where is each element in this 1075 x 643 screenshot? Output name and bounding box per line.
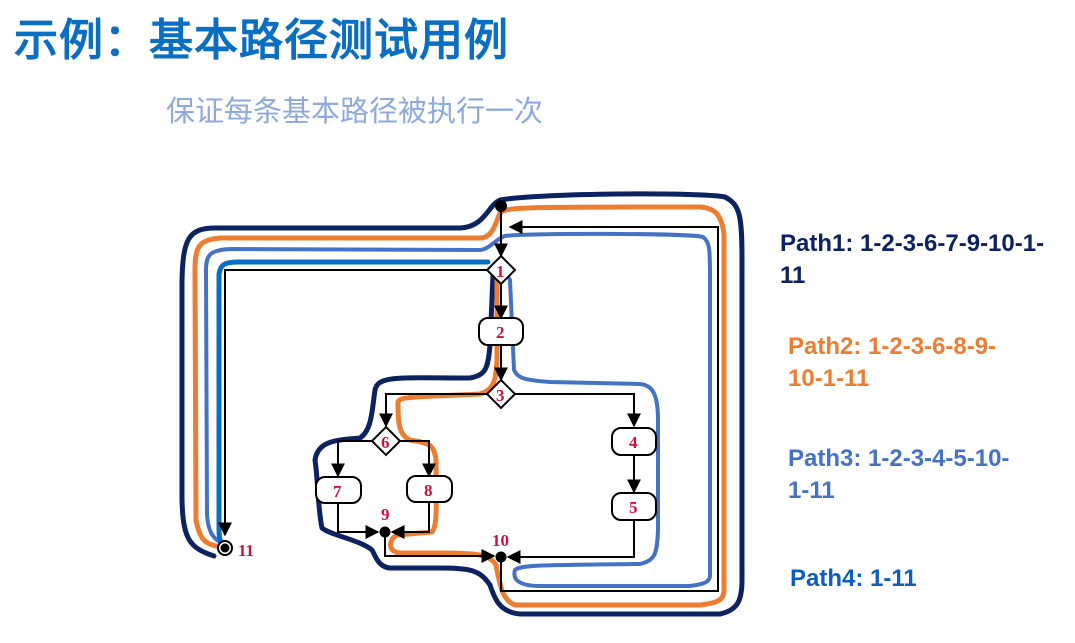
page-subtitle: 保证每条基本路径被执行一次 [166, 94, 544, 128]
node-4-process[interactable] [611, 427, 657, 456]
node-4-label: 4 [629, 433, 638, 452]
edge-6-7 [331, 440, 372, 478]
node-6-label: 6 [381, 433, 390, 452]
node-1-label: 1 [496, 262, 505, 281]
edge-1-11 [218, 269, 488, 537]
page-title: 示例：基本路径测试用例 [14, 15, 509, 66]
node-1-decision[interactable] [485, 254, 517, 286]
node-9-label: 9 [381, 505, 390, 524]
edge-8-9 [390, 502, 430, 539]
edge-7-9 [337, 502, 380, 539]
path3-label: Path3: 1-2-3-4-5-10-1-11 [788, 445, 1010, 504]
path1-trace [179, 191, 745, 617]
node-8-label: 8 [424, 481, 433, 500]
node-7-label: 7 [333, 482, 342, 501]
path2-trace [192, 204, 727, 608]
node-7-process[interactable] [315, 476, 362, 504]
node-9-junction[interactable] [379, 526, 391, 538]
node-10-label: 10 [492, 531, 509, 550]
edge-10-1 [500, 220, 719, 592]
top-junction-dot [495, 200, 507, 212]
node-6-decision[interactable] [370, 425, 402, 457]
edge-5-10 [506, 520, 635, 564]
node-3-label: 3 [496, 386, 505, 405]
edge-3-4 [515, 393, 641, 428]
node-3-decision[interactable] [485, 378, 517, 410]
edge-6-8 [400, 440, 436, 478]
node-5-process[interactable] [611, 492, 657, 521]
node-2-process[interactable] [478, 317, 524, 346]
path3-trace [204, 231, 712, 588]
node-11-terminal-dot [220, 543, 230, 553]
edge-9-10 [384, 532, 496, 563]
node-8-process[interactable] [406, 475, 453, 503]
path2-label: Path2: 1-2-3-6-8-9-10-1-11 [788, 333, 997, 392]
path4-label: Path4: 1-11 [790, 565, 917, 592]
node-11-label: 11 [238, 541, 254, 560]
node-5-label: 5 [629, 498, 638, 517]
edge-3-6 [379, 393, 487, 428]
node-2-label: 2 [496, 323, 505, 342]
node-10-junction[interactable] [495, 551, 507, 563]
path1-label: Path1: 1-2-3-6-7-9-10-1-11 [780, 230, 1045, 289]
